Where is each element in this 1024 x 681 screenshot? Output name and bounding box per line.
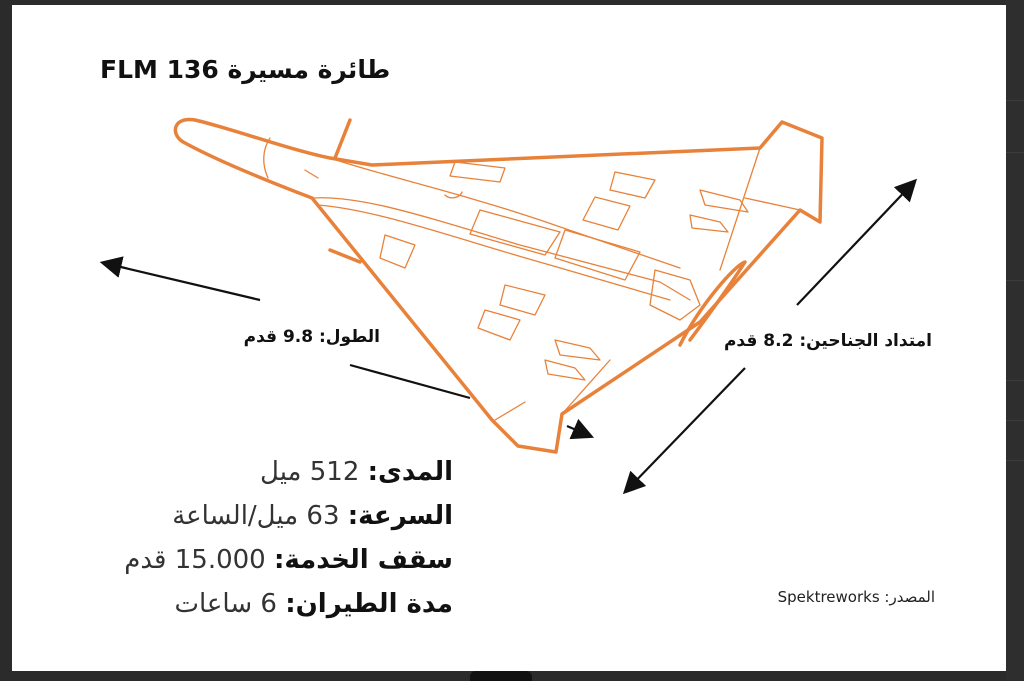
stat-speed: السرعة: 63 ميل/الساعة: [172, 501, 453, 531]
wingspan-label: امتداد الجناحين: 8.2 قدم: [723, 331, 932, 351]
length-arrow-upper: [99, 256, 261, 302]
source-credit: المصدر: Spektreworks: [777, 588, 935, 606]
stat-service-ceiling: سقف الخدمة: 15.000 قدم: [124, 545, 453, 575]
wingspan-arrow-lower: [622, 367, 746, 495]
wingspan-arrow-upper: [796, 178, 918, 306]
infographic-title: طائرة مسيرة FLM 136: [100, 55, 391, 84]
stat-flight-time: مدة الطيران: 6 ساعات: [174, 589, 453, 619]
length-arrow-lower: [349, 363, 471, 400]
infographic-image: [12, 5, 1006, 671]
background-app-window: [1006, 0, 1024, 681]
small-arrow: [566, 418, 595, 440]
length-label: الطول: 9.8 قدم: [243, 327, 380, 347]
stat-range: المدى: 512 ميل: [260, 457, 453, 487]
viewer-bottom-tab[interactable]: [470, 671, 532, 681]
stats-list: المدى: 512 ميل السرعة: 63 ميل/الساعة سقف…: [124, 450, 453, 626]
